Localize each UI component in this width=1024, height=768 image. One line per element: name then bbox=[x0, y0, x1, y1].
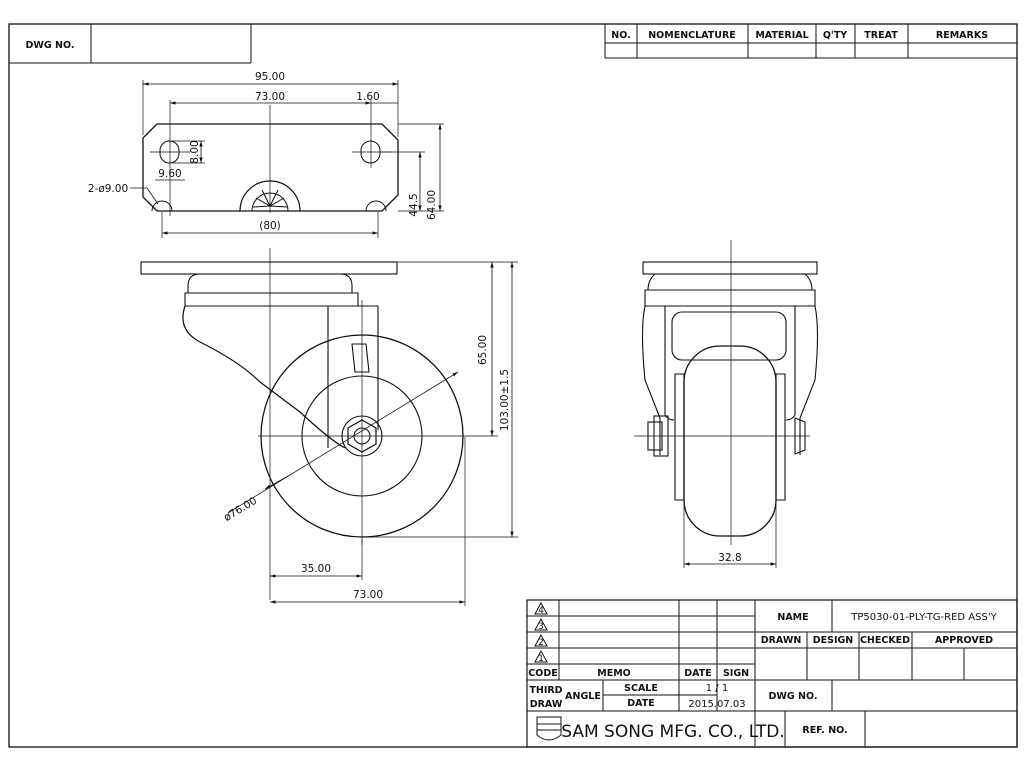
scale-label: SCALE bbox=[624, 683, 658, 694]
design-label: DESIGN bbox=[813, 635, 854, 646]
scale-value: 1 / 1 bbox=[706, 683, 728, 694]
sign-label: SIGN bbox=[723, 668, 749, 679]
company-name: SAM SONG MFG. CO., LTD. bbox=[561, 722, 784, 742]
name-value: TP5030-01-PLY-TG-RED ASS'Y bbox=[850, 612, 997, 623]
name-label: NAME bbox=[777, 612, 808, 623]
side-view bbox=[140, 248, 518, 606]
tb-dwg-no-label: DWG NO. bbox=[769, 691, 818, 702]
dim-hole-callout: 2-ø9.00 bbox=[88, 183, 128, 195]
parts-header-nomenclature: NOMENCLATURE bbox=[648, 30, 736, 41]
drawn-label: DRAWN bbox=[761, 635, 802, 646]
parts-table: NO. NOMENCLATURE MATERIAL Q'TY TREAT REM… bbox=[604, 23, 1018, 59]
hole-bottom-left bbox=[151, 200, 173, 212]
draw-label: DRAW bbox=[530, 699, 563, 710]
parts-header-remarks: REMARKS bbox=[936, 30, 988, 41]
dim-swing-radius: 73.00 bbox=[353, 589, 383, 601]
dim-wheel-diameter: ø76.00 bbox=[222, 495, 259, 524]
dim-offset-small: 1.60 bbox=[356, 91, 379, 103]
parts-header-qty: Q'TY bbox=[823, 30, 847, 41]
rev-3-mark: 3 bbox=[538, 622, 544, 632]
dim-slot-offset: 9.60 bbox=[158, 168, 181, 180]
title-block bbox=[526, 599, 1018, 748]
dim-center-ref: (80) bbox=[259, 220, 281, 232]
parts-header-no: NO. bbox=[611, 30, 630, 41]
date-label: DATE bbox=[684, 668, 711, 679]
sheet-border bbox=[8, 23, 1018, 748]
ref-no-label: REF. NO. bbox=[802, 725, 847, 736]
dwg-no-label: DWG NO. bbox=[26, 40, 75, 51]
checked-label: CHECKED bbox=[860, 635, 910, 646]
dim-plate-width: 95.00 bbox=[255, 71, 285, 83]
third-label: THIRD bbox=[529, 685, 562, 696]
approved-label: APPROVED bbox=[935, 635, 993, 646]
dim-hole-spacing-v: 44.5 bbox=[408, 193, 420, 216]
dim-wheel-width: 32.8 bbox=[718, 552, 741, 564]
memo-label: MEMO bbox=[597, 668, 630, 679]
rev-4-mark: 4 bbox=[538, 606, 544, 616]
dim-axle-height: 65.00 bbox=[477, 335, 489, 365]
parts-header-treat: TREAT bbox=[864, 30, 898, 41]
dim-swivel-offset: 35.00 bbox=[301, 563, 331, 575]
header-dwg-box: DWG NO. bbox=[9, 24, 252, 64]
hole-bottom-right bbox=[365, 200, 387, 212]
angle-label: ANGLE bbox=[565, 691, 601, 702]
rev-2-mark: 2 bbox=[538, 638, 544, 648]
dim-total-height: 103.00±1.5 bbox=[499, 369, 511, 431]
parts-header-material: MATERIAL bbox=[755, 30, 808, 41]
dim-slot-length: 8.00 bbox=[189, 140, 201, 163]
front-view bbox=[634, 240, 819, 568]
code-label: CODE bbox=[528, 668, 557, 679]
date-value-label: DATE bbox=[627, 698, 654, 709]
top-view bbox=[130, 80, 444, 238]
dim-plate-depth: 64.00 bbox=[426, 190, 438, 220]
dim-hole-spacing: 73.00 bbox=[255, 91, 285, 103]
rev-1-mark: 1 bbox=[538, 654, 544, 664]
date-value: 2015.07.03 bbox=[688, 699, 745, 710]
